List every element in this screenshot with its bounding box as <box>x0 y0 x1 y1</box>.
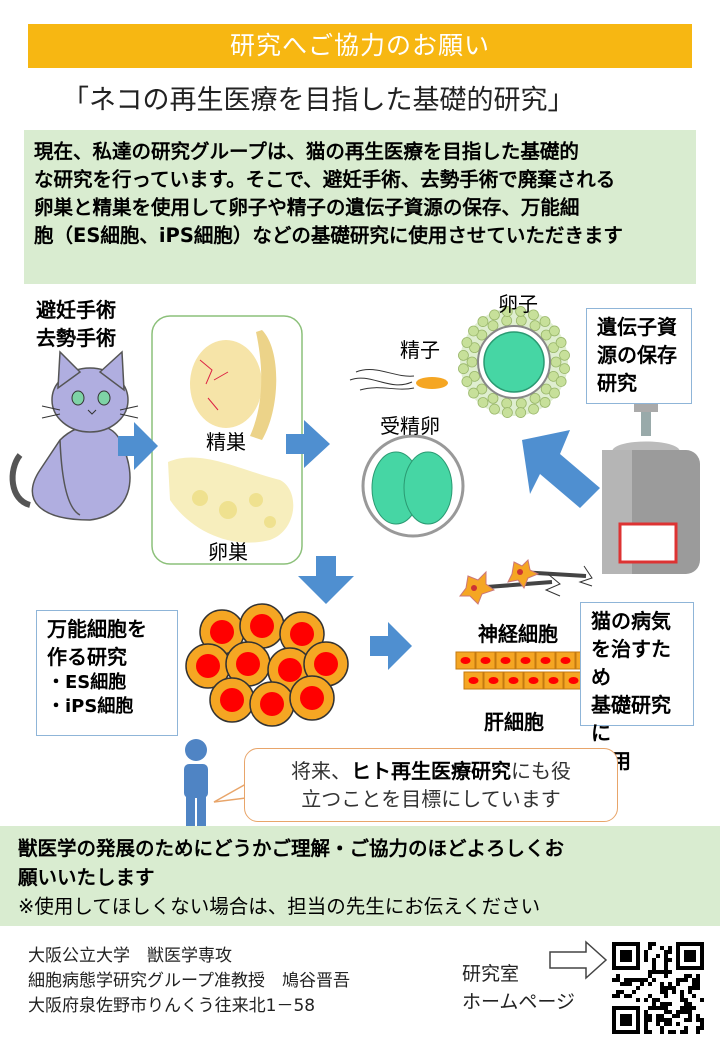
ovary-label: 卵巣 <box>208 540 248 564</box>
testis-illustration <box>190 330 277 440</box>
intro-line: 胞（ES細胞、iPS細胞）などの基礎研究に使用させていただきます <box>34 224 623 247</box>
footer-line: 大阪府泉佐野市りんくう往来北1－58 <box>28 996 316 1016</box>
arrow-icon <box>286 420 330 468</box>
person-icon <box>184 739 208 826</box>
arrow-icon <box>522 430 600 508</box>
page-title: 「ネコの再生医療を目指した基礎的研究」 <box>62 85 575 116</box>
cat-illustration <box>9 350 139 521</box>
lab-homepage-link[interactable]: 研究室 ホームページ <box>462 960 575 1016</box>
bubble-line: 立つことを目標にしています <box>301 787 561 811</box>
closing-line: 獣医学の発展のためにどうかご理解・ご協力のほどよろしくお <box>18 837 565 860</box>
footer-contact: 大阪公立大学 獣医学専攻 細胞病態学研究グループ准教授 鳩谷晋吾 大阪府泉佐野市… <box>28 944 350 1019</box>
closing-note: ※使用してほしくない場合は、担当の先生にお伝えください <box>18 895 541 918</box>
disease-research-box: 猫の病気 を治すため 基礎研究に 使用 <box>580 602 694 773</box>
bubble-emphasis: ヒト再生医療研究 <box>351 759 511 783</box>
closing-message: 獣医学の発展のためにどうかご理解・ご協力のほどよろしくお 願いいたします ※使用… <box>0 826 720 926</box>
gene-box-line: 研究 <box>597 371 637 395</box>
stem-box-item: ・ES細胞 <box>47 672 127 693</box>
egg-illustration <box>458 306 570 418</box>
arrow-icon <box>118 422 158 470</box>
sperm-label: 精子 <box>400 338 440 362</box>
gene-box-line: 源の保存 <box>597 343 677 367</box>
gene-preservation-box: 遺伝子資 源の保存 研究 <box>586 308 692 404</box>
testis-label: 精巣 <box>206 430 246 454</box>
intro-line: 卵巣と精巣を使用して卵子や精子の遺伝子資源の保存、万能細 <box>34 196 580 219</box>
stem-cell-box: 万能細胞を 作る研究 ・ES細胞 ・iPS細胞 <box>36 610 178 736</box>
gene-box-line: 遺伝子資 <box>597 315 677 339</box>
sperm-illustration <box>349 369 448 391</box>
egg-label: 卵子 <box>498 292 538 316</box>
bubble-text: 将来、 <box>291 759 351 783</box>
stem-box-item: ・iPS細胞 <box>47 696 134 717</box>
stem-cell-cluster <box>185 603 349 727</box>
surgery-line: 去勢手術 <box>36 326 116 350</box>
stem-box-line: 作る研究 <box>47 645 127 669</box>
intro-line: 現在、私達の研究グループは、猫の再生医療を目指した基礎的 <box>34 140 579 163</box>
ovary-illustration <box>168 457 294 543</box>
liver-cells-illustration <box>455 651 596 690</box>
fertilized-egg-illustration <box>361 434 465 538</box>
stem-box-line: 万能細胞を <box>47 617 147 641</box>
lab-link-line: ホームページ <box>462 991 576 1013</box>
surgery-label: 避妊手術 去勢手術 <box>36 296 116 352</box>
disease-box-line: を治すため <box>591 637 671 689</box>
arrow-icon <box>370 622 412 670</box>
page-banner: 研究へご協力のお願い <box>28 24 692 68</box>
fertilized-egg-label: 受精卵 <box>380 414 440 438</box>
disease-box-line: 猫の病気 <box>591 609 671 633</box>
bubble-text: にも役 <box>511 759 571 783</box>
arrow-icon <box>298 556 354 604</box>
lab-link-line: 研究室 <box>462 963 520 985</box>
neuron-illustration <box>459 558 593 605</box>
footer-line: 大阪公立大学 獣医学専攻 <box>28 946 232 966</box>
cryo-tank-icon <box>602 400 700 574</box>
disease-box-line: 基礎研究に <box>591 693 671 745</box>
intro-text: 現在、私達の研究グループは、猫の再生医療を目指した基礎的 な研究を行っています。… <box>24 130 696 284</box>
surgery-line: 避妊手術 <box>36 298 116 322</box>
footer-line: 細胞病態学研究グループ准教授 鳩谷晋吾 <box>28 971 350 991</box>
liver-cell-label: 肝細胞 <box>484 710 544 734</box>
closing-line: 願いいたします <box>18 866 155 889</box>
nerve-cell-label: 神経細胞 <box>478 622 558 646</box>
bubble-line: 将来、ヒト再生医療研究にも役 <box>257 757 605 785</box>
future-goal-bubble: 将来、ヒト再生医療研究にも役 立つことを目標にしています <box>244 748 618 822</box>
intro-line: な研究を行っています。そこで、避妊手術、去勢手術で廃棄される <box>34 168 616 191</box>
qr-code-icon <box>610 940 706 1036</box>
link-arrow-icon <box>549 940 608 980</box>
